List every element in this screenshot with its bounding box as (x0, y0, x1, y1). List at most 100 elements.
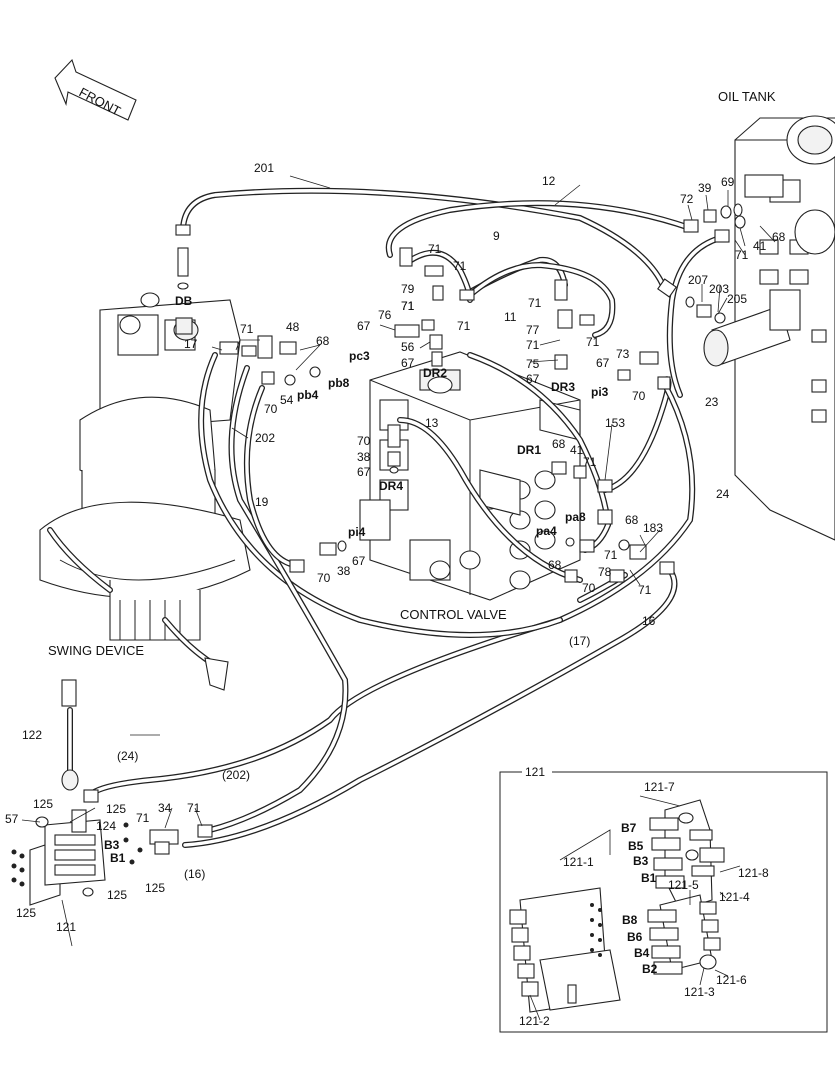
label-70-b: 70 (264, 402, 278, 416)
label-68-a: 68 (316, 334, 330, 348)
label-207: 207 (688, 273, 708, 287)
label-72: 72 (680, 192, 694, 206)
label-205: 205 (727, 292, 747, 306)
label-122: 122 (22, 728, 42, 742)
label-125-a: 125 (33, 797, 53, 811)
label-48: 48 (286, 320, 300, 334)
manifold-bolts (11, 822, 143, 887)
label-b7: B7 (621, 821, 637, 835)
label-121-5: 121-5 (668, 878, 699, 892)
label-b1: B1 (110, 851, 126, 865)
label-38-a: 38 (357, 450, 371, 464)
label-71-h: 71 (457, 319, 471, 333)
label-pa8: pa8 (565, 510, 586, 524)
label-24: 24 (716, 487, 730, 501)
label-121: 121 (56, 920, 76, 934)
label-b3: B3 (104, 838, 120, 852)
label-pa4: pa4 (536, 524, 557, 538)
label-71-j: 71 (604, 548, 618, 562)
label-121-2: 121-2 (519, 1014, 550, 1028)
label-dr4: DR4 (379, 479, 403, 493)
label-pb4: pb4 (297, 388, 319, 402)
label-24-paren: (24) (117, 749, 138, 763)
label-pi3: pi3 (591, 385, 609, 399)
label-79: 79 (401, 282, 415, 296)
label-70-a: 70 (632, 389, 646, 403)
label-71-c: 71 (401, 299, 415, 313)
label-68-b: 68 (552, 437, 566, 451)
label-54: 54 (280, 393, 294, 407)
label-121-6: 121-6 (716, 973, 747, 987)
label-125-d: 125 (107, 888, 127, 902)
label-67-d: 67 (401, 356, 415, 370)
label-b8: B8 (622, 913, 638, 927)
label-71-l: 71 (136, 811, 150, 825)
label-183: 183 (643, 521, 663, 535)
label-dr3: DR3 (551, 380, 575, 394)
label-dr2: DR2 (423, 366, 447, 380)
label-39: 39 (698, 181, 712, 195)
label-71-swing: 71 (240, 322, 254, 336)
label-68-tank: 68 (772, 230, 786, 244)
label-125-c: 125 (145, 881, 165, 895)
inset-bracket-holes (590, 903, 602, 957)
labels: DB pc3 pb8 pb4 DR2 DR3 pi3 DR1 DR4 pa8 p… (5, 161, 786, 1028)
label-17: 17 (184, 337, 198, 351)
label-70-d: 70 (582, 581, 596, 595)
label-19: 19 (255, 495, 269, 509)
label-76: 76 (378, 308, 392, 322)
label-71-g: 71 (401, 299, 415, 313)
label-153: 153 (605, 416, 625, 430)
label-9: 9 (493, 229, 500, 243)
label-67-f: 67 (352, 554, 366, 568)
label-69: 69 (721, 175, 735, 189)
oil-tank: OIL TANK (703, 89, 835, 541)
label-17-paren: (17) (569, 634, 590, 648)
label-b6: B6 (627, 930, 643, 944)
label-b4: B4 (634, 946, 650, 960)
label-38-b: 38 (337, 564, 351, 578)
label-41-b: 41 (570, 443, 584, 457)
label-b1-inset: B1 (641, 871, 657, 885)
label-16-paren: (16) (184, 867, 205, 881)
label-121-7: 121-7 (644, 780, 675, 794)
leader-lines (21, 175, 776, 1021)
label-201: 201 (254, 161, 274, 175)
label-71-m: 71 (187, 801, 201, 815)
label-67-b: 67 (596, 356, 610, 370)
label-70-c: 70 (357, 434, 371, 448)
control-valve-label: CONTROL VALVE (400, 607, 507, 622)
label-75: 75 (526, 357, 540, 371)
label-121-3: 121-3 (684, 985, 715, 999)
inset-title: 121 (525, 765, 545, 779)
label-pb8: pb8 (328, 376, 350, 390)
label-121-1: 121-1 (563, 855, 594, 869)
swing-manifold-121 (11, 809, 143, 906)
label-71-a: 71 (428, 242, 442, 256)
label-202-paren: (202) (222, 768, 250, 782)
label-121-4: 121-4 (719, 890, 750, 904)
label-67-e: 67 (357, 465, 371, 479)
label-77: 77 (526, 323, 540, 337)
label-71-f: 71 (586, 335, 600, 349)
control-valve: CONTROL VALVE (359, 351, 581, 622)
label-73: 73 (616, 347, 630, 361)
label-b2: B2 (642, 962, 658, 976)
label-56: 56 (401, 340, 415, 354)
label-67-c: 67 (357, 319, 371, 333)
label-70-e: 70 (317, 571, 331, 585)
label-71-i: 71 (583, 455, 597, 469)
label-202: 202 (255, 431, 275, 445)
label-71-d: 71 (528, 296, 542, 310)
label-b5: B5 (628, 839, 644, 853)
oil-tank-label: OIL TANK (718, 89, 776, 104)
label-11: 11 (504, 310, 517, 324)
label-68-d: 68 (548, 558, 562, 572)
label-68-c: 68 (625, 513, 639, 527)
label-57: 57 (5, 812, 19, 826)
label-12: 12 (542, 174, 556, 188)
hoses (67, 187, 723, 848)
label-78: 78 (598, 565, 612, 579)
